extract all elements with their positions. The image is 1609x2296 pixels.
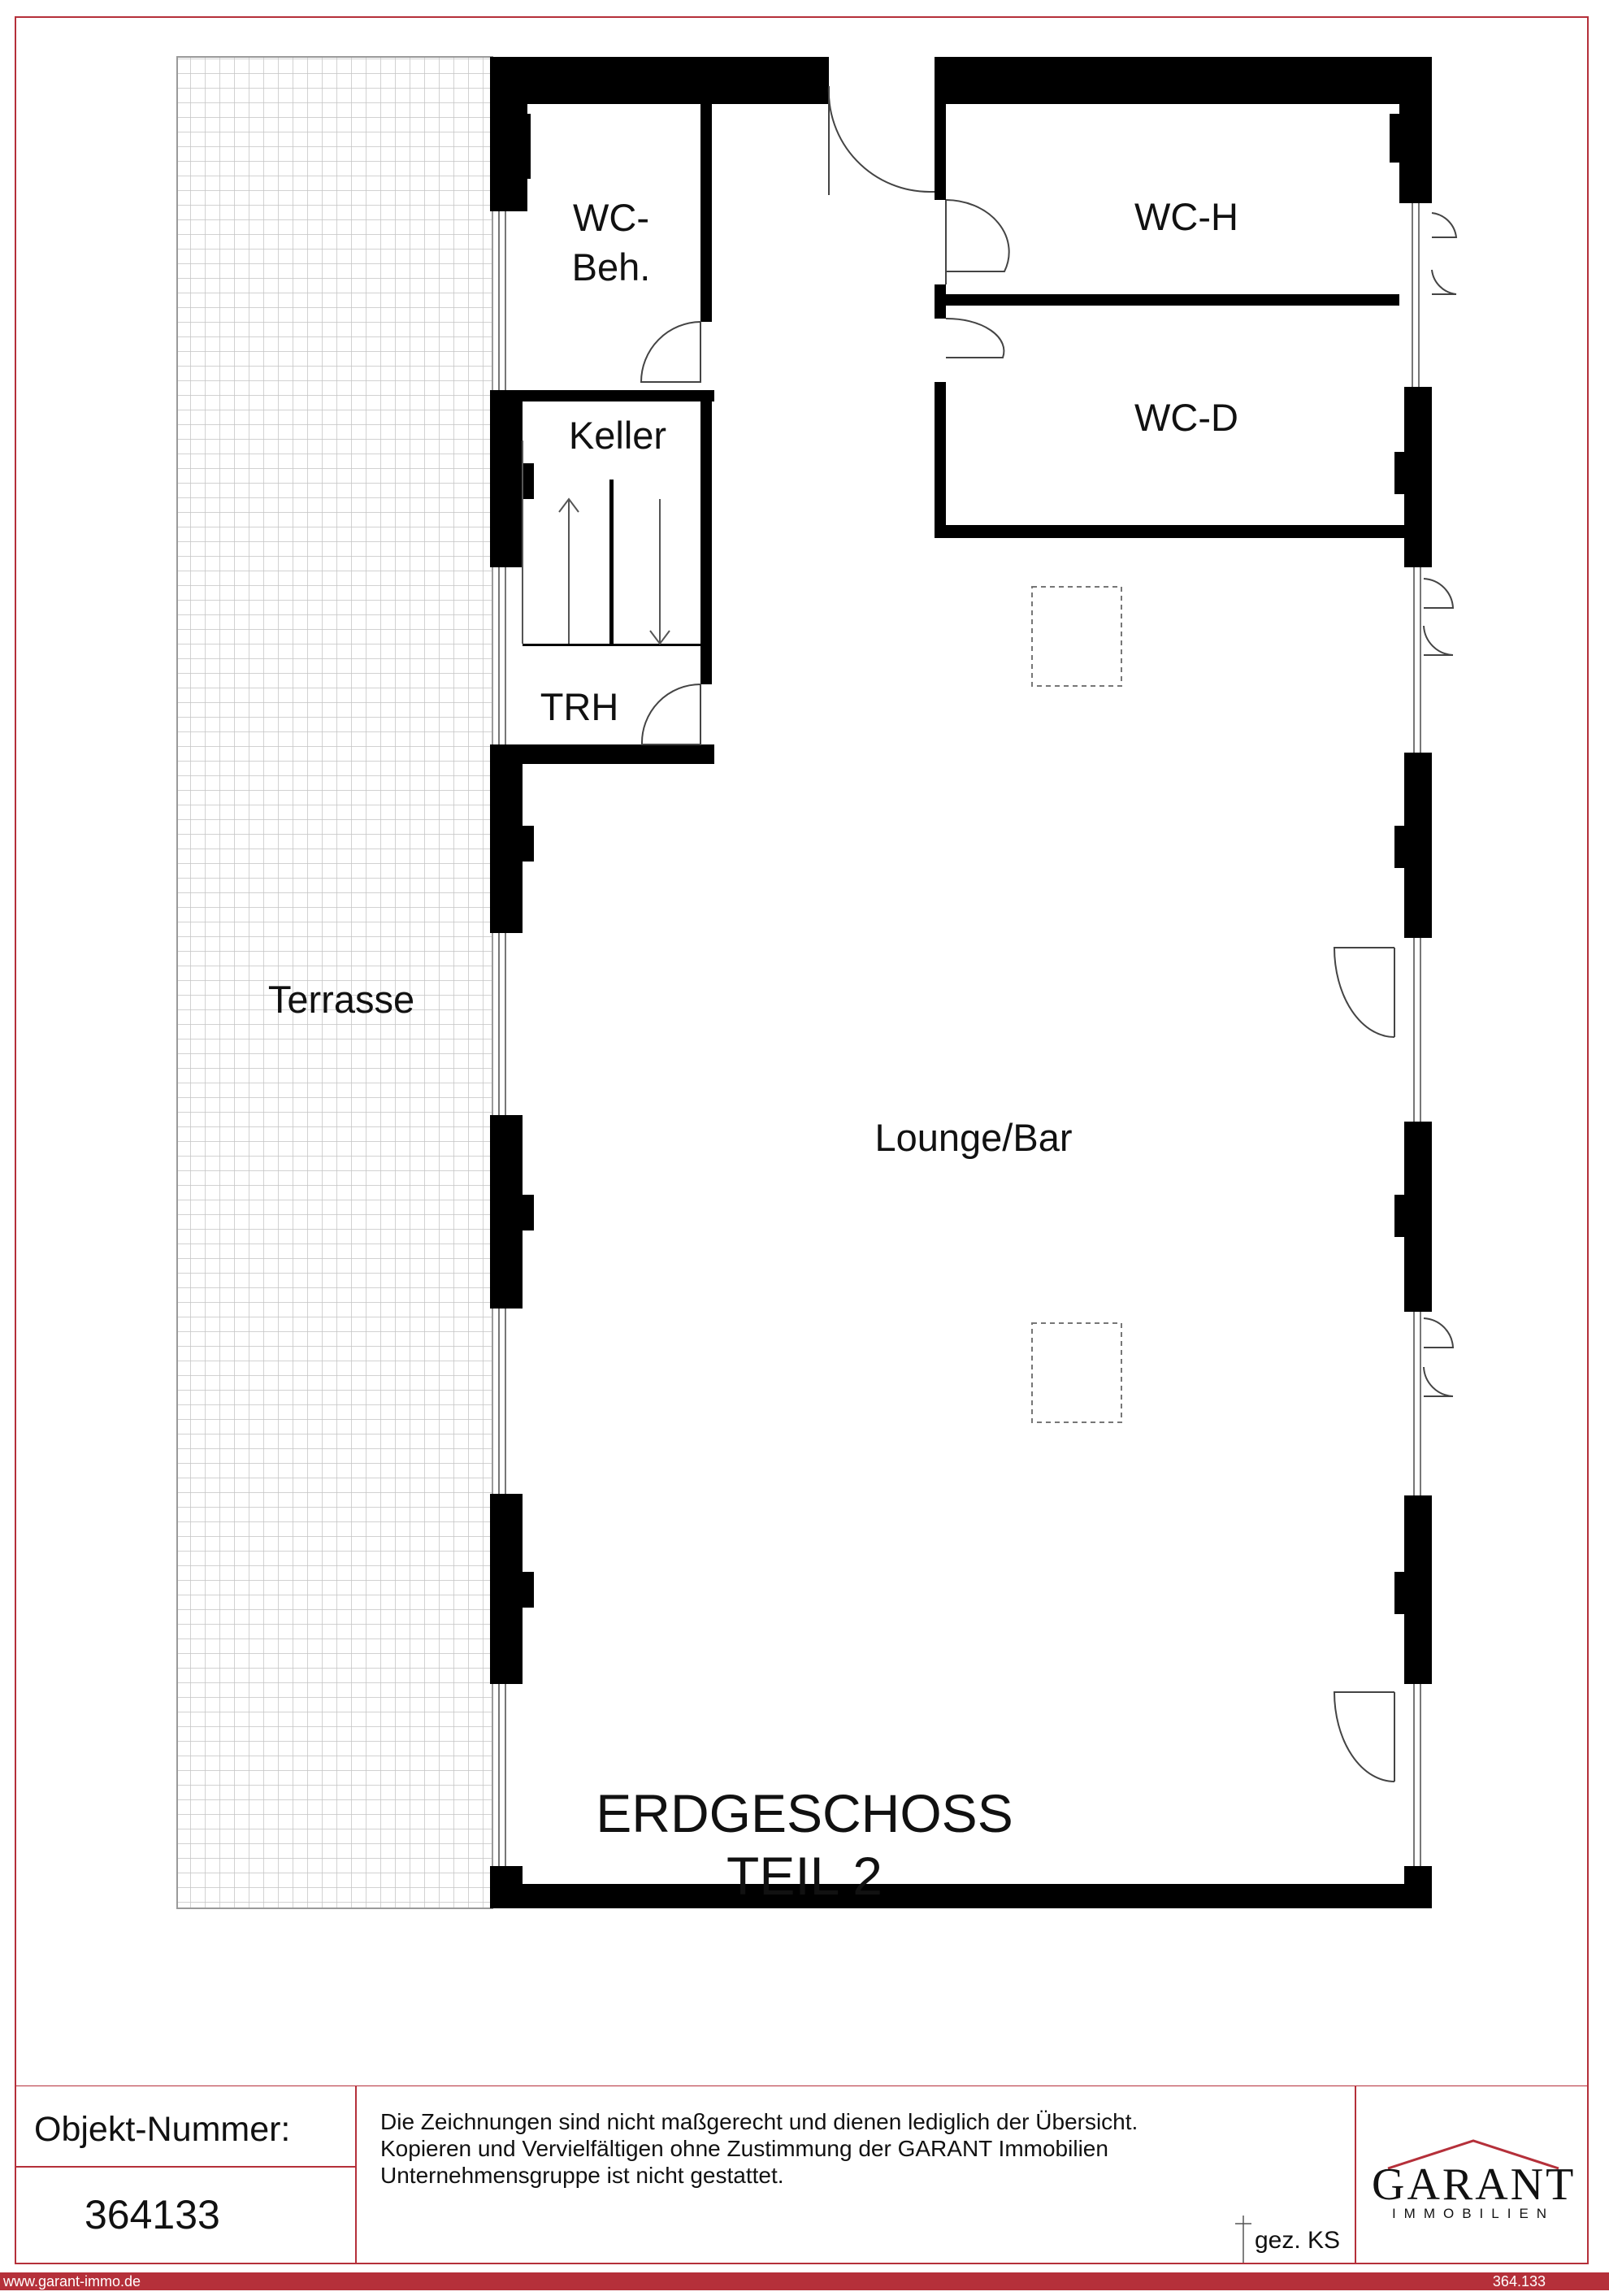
website-link[interactable]: www.garant-immo.de: [3, 2273, 141, 2289]
logo-wordmark: GARANT: [1372, 2159, 1576, 2210]
document-code: 364.133: [1492, 2273, 1546, 2289]
stairs: [522, 441, 670, 645]
disclaimer-line-1: Die Zeichnungen sind nicht maßgerecht un…: [380, 2109, 1138, 2134]
room-label-trh: TRH: [540, 685, 619, 728]
windows: [498, 203, 1421, 1866]
footer-grid: [16, 2085, 1587, 2263]
logo-subtitle: IMMOBILIEN: [1391, 2206, 1555, 2221]
room-label-wc-beh-2: Beh.: [572, 245, 651, 289]
interior-walls: [490, 104, 1422, 764]
garant-logo: GARANT IMMOBILIEN: [1372, 2138, 1575, 2222]
room-label-wc-d: WC-D: [1134, 396, 1238, 439]
footer: Objekt-Nummer: 364133 Die Zeichnungen si…: [16, 2085, 1587, 2263]
disclaimer-text: Die Zeichnungen sind nicht maßgerecht un…: [380, 2108, 1315, 2189]
disclaimer-line-3: Unternehmensgruppe ist nicht gestattet.: [380, 2163, 784, 2188]
object-number-value: 364133: [85, 2192, 220, 2237]
floor-plan: WC- Beh. WC-H WC-D Keller TRH Terrasse L…: [176, 56, 1458, 1909]
bottom-bar: www.garant-immo.de 364.133: [0, 2272, 1609, 2290]
disclaimer-line-2: Kopieren und Vervielfältigen ohne Zustim…: [380, 2136, 1108, 2161]
dashed-squares: [1031, 586, 1122, 1423]
room-label-terrasse: Terrasse: [268, 978, 414, 1021]
room-label-keller: Keller: [569, 414, 666, 457]
room-label-lounge: Lounge/Bar: [874, 1116, 1072, 1159]
plan-title-line1: ERDGESCHOSS: [596, 1783, 1013, 1843]
signature: gez. KS: [1255, 2227, 1341, 2254]
doors: [640, 85, 1458, 1782]
room-label-wc-beh-1: WC-: [573, 196, 649, 239]
plan-title-line2: TEIL 2: [726, 1846, 883, 1906]
page-frame: [15, 16, 1589, 2264]
outer-walls: [490, 57, 1432, 1908]
object-number-label: Objekt-Nummer:: [34, 2110, 291, 2149]
logo-roof-icon: [1387, 2139, 1559, 2170]
terrace-area: [176, 56, 493, 1909]
room-label-wc-h: WC-H: [1134, 195, 1238, 238]
